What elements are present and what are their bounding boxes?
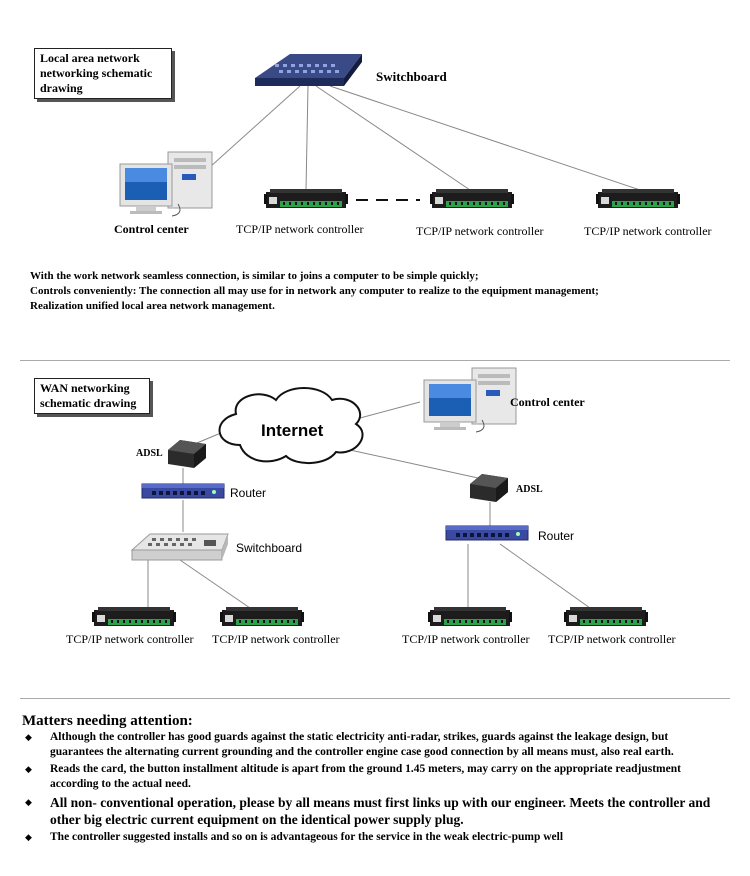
- note-text-4: The controller suggested installs and so…: [50, 831, 564, 843]
- wan-controller-label-2: TCP/IP network controller: [212, 632, 340, 646]
- note-text-3: All non- conventional operation, please …: [50, 795, 711, 827]
- note-item-2: ◆ Reads the card, the button installment …: [22, 762, 722, 792]
- wan-controller-3: [428, 607, 512, 626]
- wan-controller-1: [92, 607, 176, 626]
- note-item-4: ◆ The controller suggested installs and s…: [22, 830, 722, 845]
- wan-control-center-computer: [423, 367, 517, 433]
- lan-control-center-label: Control center: [114, 222, 189, 236]
- diamond-bullet-icon: ◆: [25, 732, 32, 742]
- lan-controller-label-1: TCP/IP network controller: [236, 222, 364, 236]
- router-left: [141, 483, 225, 499]
- internet-label: Internet: [261, 421, 324, 440]
- note-item-3: ◆ All non- conventional operation, please…: [22, 794, 722, 828]
- lan-controller-1: [264, 189, 348, 208]
- lan-controller-2: [430, 189, 514, 208]
- note-text-1: Although the controller has good guards …: [50, 731, 674, 758]
- adsl-label-right: ADSL: [516, 484, 543, 495]
- lan-description-line-2: Controls conveniently: The connection al…: [30, 285, 599, 297]
- notes-title: Matters needing attention:: [22, 713, 193, 729]
- lan-control-center-computer: [119, 151, 213, 217]
- lan-title-box: Local area network networking schematic …: [34, 48, 172, 99]
- lan-controller-3: [596, 189, 680, 208]
- diamond-bullet-icon: ◆: [25, 797, 32, 807]
- wan-controller-4: [564, 607, 648, 626]
- wan-title-box: WAN networking schematic drawing: [34, 378, 150, 414]
- section-divider-bottom: [20, 698, 730, 699]
- wan-control-center-label: Control center: [510, 395, 585, 409]
- lan-description: With the work network seamless connectio…: [30, 269, 599, 314]
- wan-controller-label-3: TCP/IP network controller: [402, 632, 530, 646]
- wan-controller-2: [220, 607, 304, 626]
- wan-switchboard-device: [130, 533, 229, 561]
- router-label-left: Router: [230, 486, 267, 500]
- lan-switchboard-device: [255, 54, 362, 86]
- wan-controller-label-4: TCP/IP network controller: [548, 632, 676, 646]
- adsl-label-left: ADSL: [136, 448, 163, 459]
- lan-controller-label-3: TCP/IP network controller: [584, 224, 712, 238]
- adsl-modem-right: [470, 474, 508, 502]
- section-divider-top: [20, 360, 730, 361]
- adsl-modem-left: [168, 440, 206, 468]
- diamond-bullet-icon: ◆: [25, 764, 32, 774]
- lan-description-line-3: Realization unified local area network m…: [30, 300, 275, 312]
- lan-controller-label-2: TCP/IP network controller: [416, 224, 544, 238]
- diamond-bullet-icon: ◆: [25, 832, 32, 842]
- lan-switchboard-label: Switchboard: [376, 69, 447, 84]
- internet-cloud: [218, 387, 364, 464]
- notes-list: ◆ Although the controller has good guards…: [22, 730, 722, 847]
- wan-switchboard-label: Switchboard: [236, 541, 303, 555]
- router-right: [445, 525, 529, 541]
- wan-controller-label-1: TCP/IP network controller: [66, 632, 194, 646]
- router-label-right: Router: [538, 529, 575, 543]
- note-text-2: Reads the card, the button installment a…: [50, 763, 681, 790]
- lan-description-line-1: With the work network seamless connectio…: [30, 270, 479, 282]
- note-item-1: ◆ Although the controller has good guards…: [22, 730, 722, 760]
